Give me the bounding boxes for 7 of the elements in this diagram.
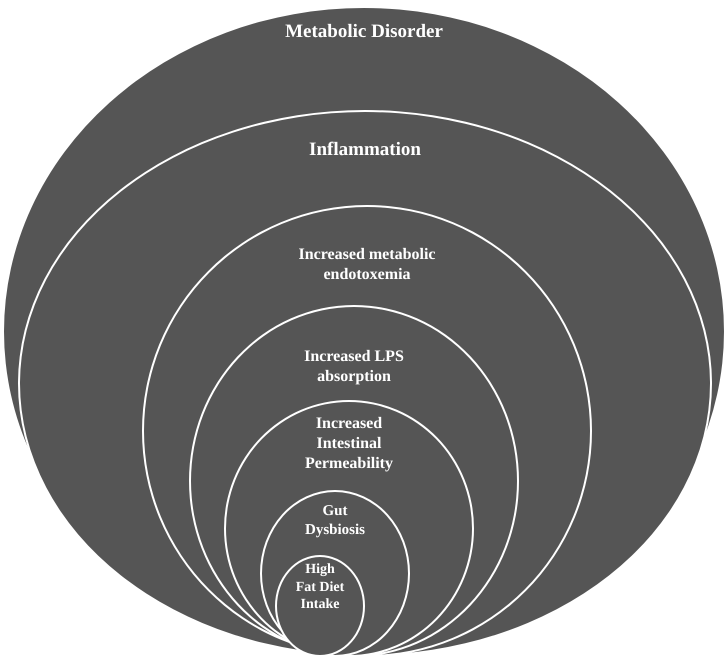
- ellipse-label: Increased Intestinal Permeability: [304, 414, 394, 474]
- ellipse-label: Increased metabolic endotoxemia: [297, 245, 436, 285]
- ellipse-label: Gut Dysbiosis: [304, 502, 366, 540]
- ellipse-label: Inflammation: [308, 138, 422, 162]
- ellipse-label: High Fat Diet Intake: [295, 561, 345, 614]
- ellipse-label: Increased LPS absorption: [303, 347, 405, 387]
- ellipse-label: Metabolic Disorder: [284, 20, 444, 44]
